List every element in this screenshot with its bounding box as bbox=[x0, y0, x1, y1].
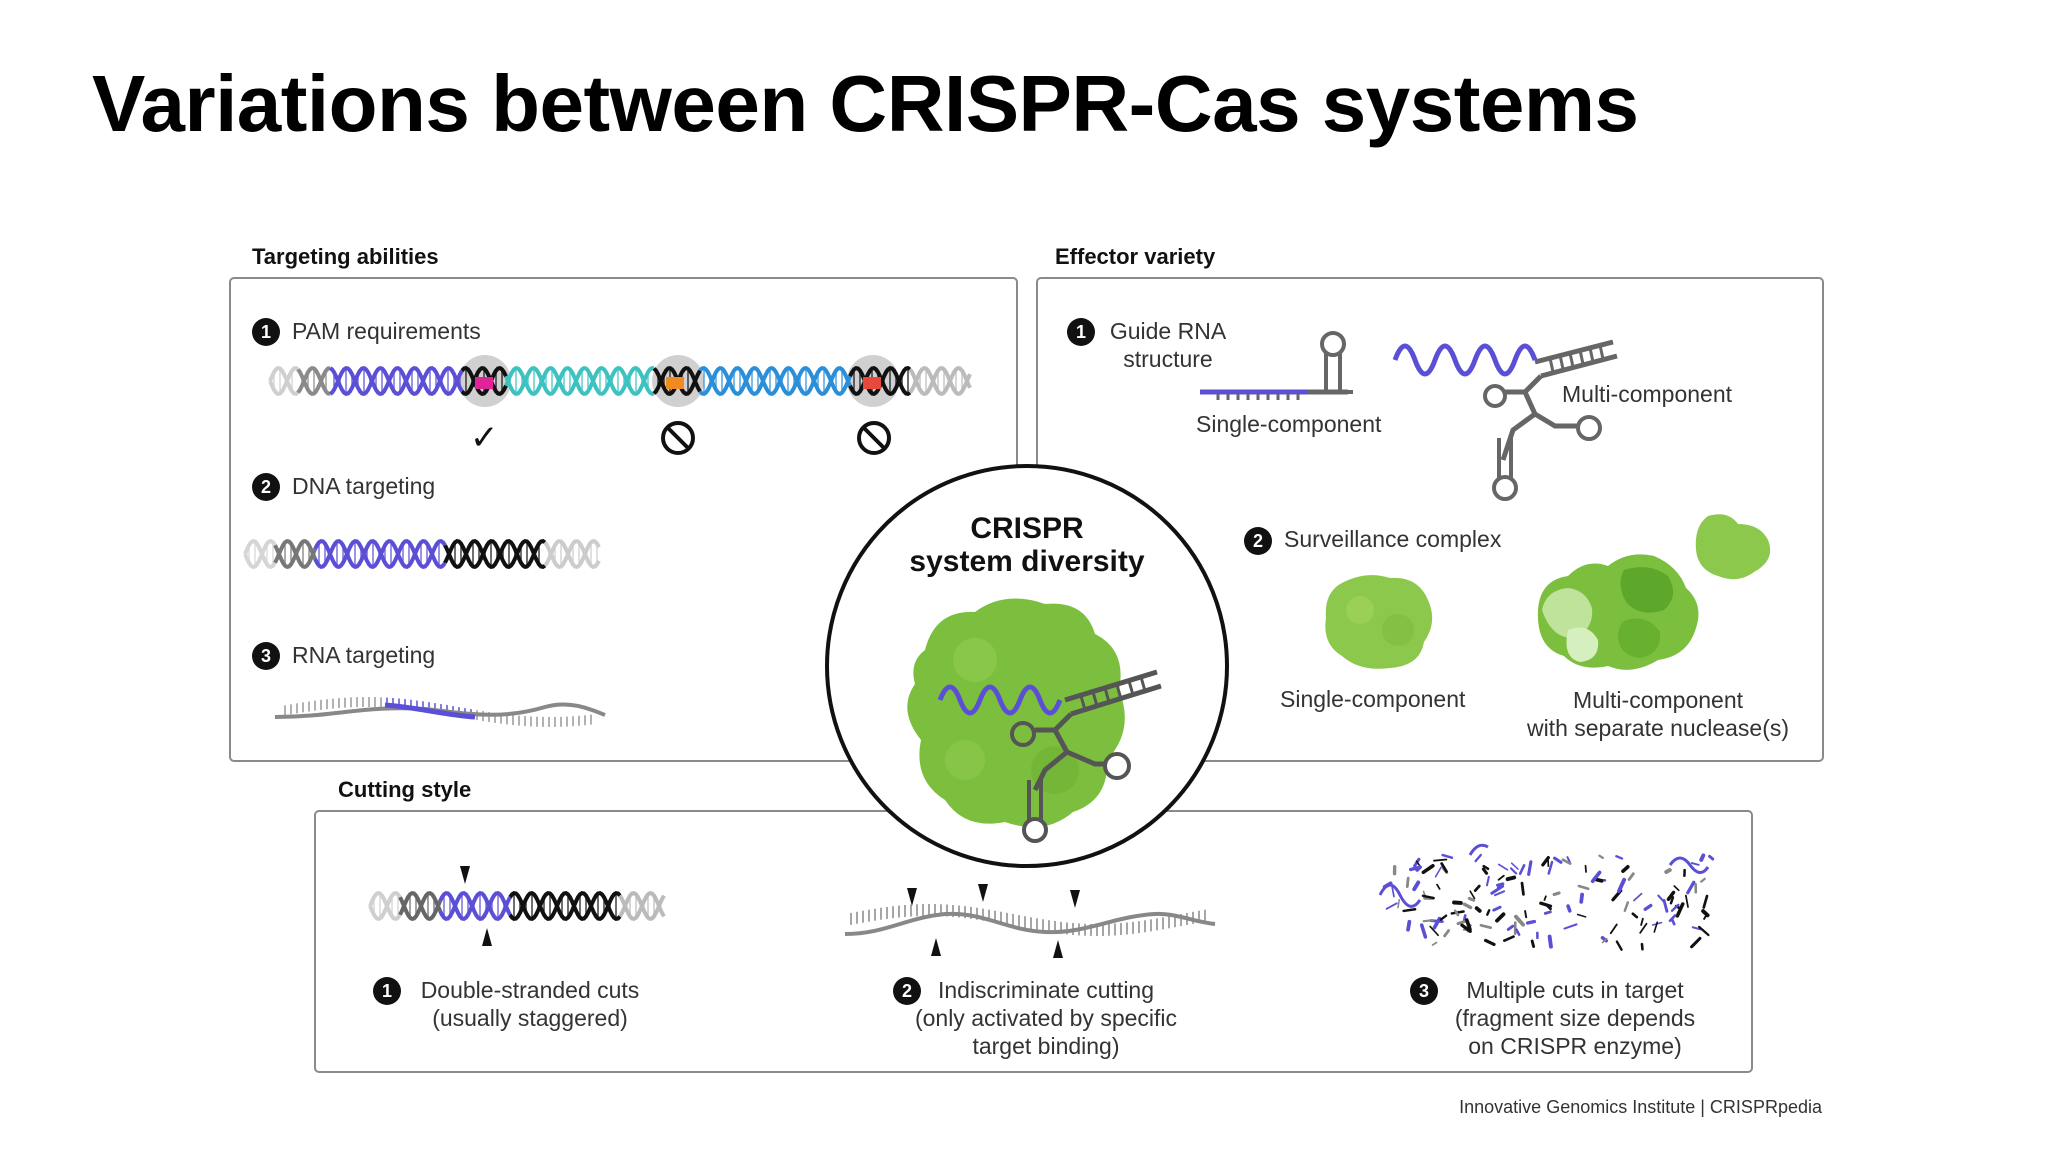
multiple-cuts-label: Multiple cuts in target (fragment size d… bbox=[1454, 977, 1696, 1059]
pam-number-badge: 1 bbox=[252, 318, 280, 346]
multi-component-protein-complex bbox=[1537, 514, 1771, 670]
dna-targeting-helix bbox=[243, 538, 601, 570]
guide-multi-component-label: Multi-component bbox=[1562, 381, 1733, 407]
dna-targeting-label: DNA targeting bbox=[292, 473, 436, 499]
guide-rna-number-badge: 1 bbox=[1067, 318, 1095, 346]
surveillance-number-badge: 2 bbox=[1244, 527, 1272, 555]
rna-number-badge: 3 bbox=[252, 642, 280, 670]
guide-single-component-label: Single-component bbox=[1196, 411, 1382, 437]
pam-dna-helix bbox=[268, 355, 972, 407]
indiscriminate-number-badge: 2 bbox=[893, 977, 921, 1005]
slide-title: Variations between CRISPR-Cas systems bbox=[92, 59, 1639, 148]
indiscriminate-cutting-label: Indiscriminate cutting (only activated b… bbox=[914, 977, 1178, 1059]
surveillance-multi-component-label: Multi-component with separate nuclease(s… bbox=[1526, 687, 1790, 741]
credit-line: Innovative Genomics Institute | CRISPRpe… bbox=[1459, 1097, 1822, 1117]
pam-check-icon: ✓ bbox=[470, 419, 499, 457]
cutting-section-title: Cutting style bbox=[338, 777, 472, 802]
surveillance-single-component-label: Single-component bbox=[1280, 686, 1466, 712]
pam-prohibited-icon-1 bbox=[661, 421, 695, 455]
multiple-cuts-fragments bbox=[1378, 843, 1715, 951]
center-title: CRISPR system diversity bbox=[909, 512, 1145, 578]
cas-protein-illustration bbox=[907, 598, 1162, 843]
ds-cuts-number-badge: 1 bbox=[373, 977, 401, 1005]
pam-prohibited-icon-2 bbox=[857, 421, 891, 455]
ds-cuts-label: Double-stranded cuts (usually staggered) bbox=[420, 977, 640, 1031]
targeting-section-title: Targeting abilities bbox=[252, 244, 439, 269]
effector-section-title: Effector variety bbox=[1055, 244, 1216, 269]
rna-targeting-label: RNA targeting bbox=[292, 642, 436, 668]
dna-number-badge: 2 bbox=[252, 473, 280, 501]
multi-component-guide-rna bbox=[1392, 339, 1618, 501]
single-component-protein-blob bbox=[1325, 575, 1433, 669]
surveillance-complex-label: Surveillance complex bbox=[1284, 526, 1502, 552]
indiscriminate-cutting-rna bbox=[844, 884, 1216, 958]
guide-rna-structure-label: Guide RNA structure bbox=[1109, 318, 1227, 372]
multiple-cuts-number-badge: 3 bbox=[1410, 977, 1438, 1005]
single-component-guide-rna bbox=[1200, 331, 1353, 400]
rna-targeting-strand bbox=[274, 697, 606, 727]
pam-requirements-label: PAM requirements bbox=[292, 318, 481, 344]
double-stranded-cut-helix bbox=[368, 866, 666, 946]
